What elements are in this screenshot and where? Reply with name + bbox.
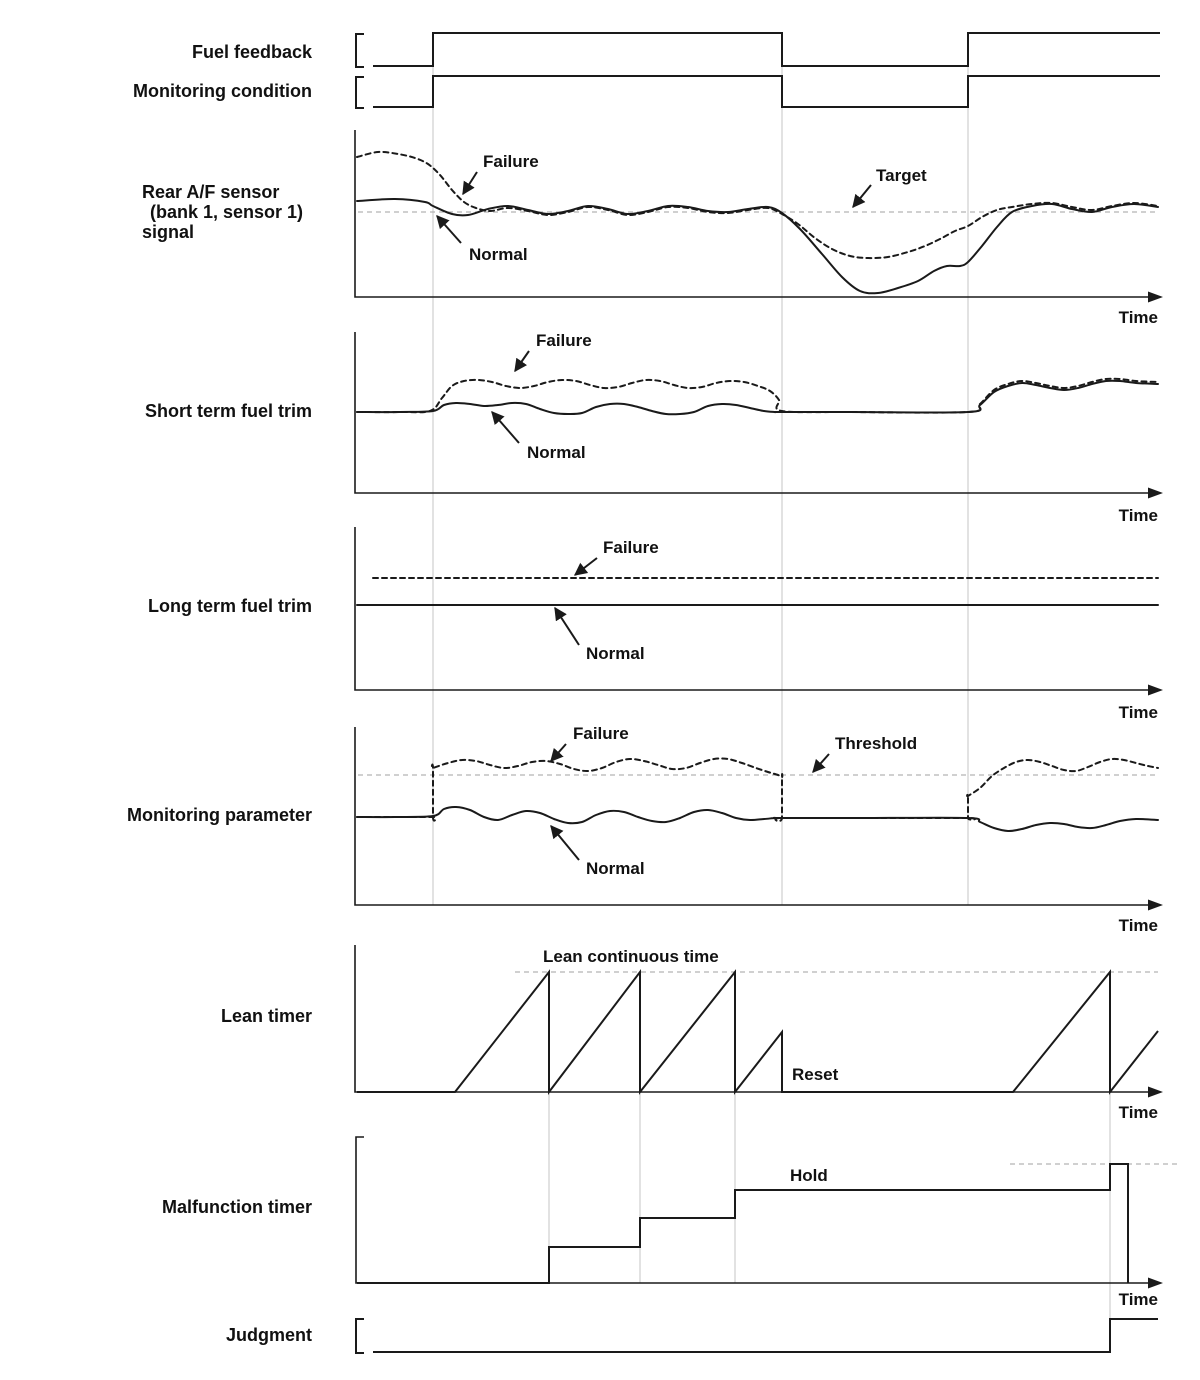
rear-af-label-line1: Rear A/F sensor [142,182,279,202]
mp-failure-arrow-icon [550,743,567,762]
stft-time-arrowhead-icon [1148,487,1163,499]
stft-time-label: Time [1119,506,1158,525]
rear-af-time-arrowhead-icon [1148,291,1163,303]
judgment-label: Judgment [226,1325,312,1345]
ltft-failure-label: Failure [603,538,659,557]
rear-af-failure-arrow-icon [462,171,478,196]
rear-af-failure-label: Failure [483,152,539,171]
mp-axes [354,727,1150,906]
mp-normal-arrow-icon [550,824,580,861]
mp-failure-label: Failure [573,724,629,743]
monitoring-condition-bracket [355,76,364,109]
row-long-term-fuel-trim: Long term fuel trim Failure Normal Time [148,527,1163,722]
rear-af-target-arrow-icon [852,184,872,209]
judgment-bracket [355,1318,364,1354]
stft-normal-curve [356,379,1159,416]
row-monitoring-parameter: Monitoring parameter Failure Threshold N… [127,724,1163,935]
judgment-signal [373,1318,1158,1353]
ltft-normal-label: Normal [586,644,645,663]
row-lean-timer: Lean timer Lean continuous time Reset Ti… [221,945,1163,1122]
row-monitoring-condition: Monitoring condition [133,75,1160,109]
ltft-failure-arrow-icon [573,557,598,576]
lean-continuous-time-label: Lean continuous time [543,947,719,966]
row-judgment: Judgment [226,1318,1158,1354]
rear-af-axes [354,130,1150,298]
malfunction-timer-axes [355,1136,1150,1284]
lean-timer-time-arrowhead-icon [1148,1086,1163,1098]
mp-threshold-arrow-icon [812,753,830,773]
fuel-feedback-signal [373,32,1160,67]
hold-label: Hold [790,1166,828,1185]
rear-af-normal-label: Normal [469,245,528,264]
fuel-feedback-bracket [355,33,364,68]
rear-af-time-label: Time [1119,308,1158,327]
row-malfunction-timer: Malfunction timer Hold Time [162,1136,1178,1309]
reset-label: Reset [792,1065,839,1084]
mp-failure-curve [356,757,1159,822]
lean-timer-sawtooth [357,969,1159,1095]
mp-normal-label: Normal [586,859,645,878]
malfunction-timer-time-label: Time [1119,1290,1158,1309]
rear-af-label-line3: signal [142,222,194,242]
stft-failure-label: Failure [536,331,592,350]
rear-af-label-line2: (bank 1, sensor 1) [150,202,303,222]
malfunction-timer-time-arrowhead-icon [1148,1277,1163,1289]
ltft-time-label: Time [1119,703,1158,722]
stft-normal-label: Normal [527,443,586,462]
fuel-feedback-label: Fuel feedback [192,42,313,62]
stft-normal-arrow-icon [491,411,520,444]
rear-af-normal-arrow-icon [436,215,462,244]
ltft-normal-arrow-icon [554,606,580,646]
mp-time-arrowhead-icon [1148,899,1163,911]
vertical-guides [432,33,1111,1352]
monitoring-parameter-label: Monitoring parameter [127,805,312,825]
malfunction-timer-label: Malfunction timer [162,1197,312,1217]
ltft-axes [354,527,1150,691]
malfunction-timer-staircase [357,1163,1129,1284]
long-term-fuel-trim-label: Long term fuel trim [148,596,312,616]
mp-normal-curve [356,805,1159,833]
rear-af-failure-curve [356,150,1159,260]
lean-timer-time-label: Time [1119,1103,1158,1122]
short-term-fuel-trim-label: Short term fuel trim [145,401,312,421]
rear-af-target-label: Target [876,166,927,185]
row-fuel-feedback: Fuel feedback [192,32,1160,68]
monitoring-condition-signal [373,75,1160,108]
stft-failure-curve [356,377,1159,414]
row-rear-af-sensor: Rear A/F sensor (bank 1, sensor 1) signa… [142,130,1163,327]
stft-axes [354,332,1150,494]
mp-threshold-label: Threshold [835,734,917,753]
monitoring-condition-label: Monitoring condition [133,81,312,101]
stft-failure-arrow-icon [514,350,530,373]
row-short-term-fuel-trim: Short term fuel trim Failure Normal Time [145,331,1163,525]
mp-time-label: Time [1119,916,1158,935]
ltft-time-arrowhead-icon [1148,684,1163,696]
lean-timer-label: Lean timer [221,1006,312,1026]
